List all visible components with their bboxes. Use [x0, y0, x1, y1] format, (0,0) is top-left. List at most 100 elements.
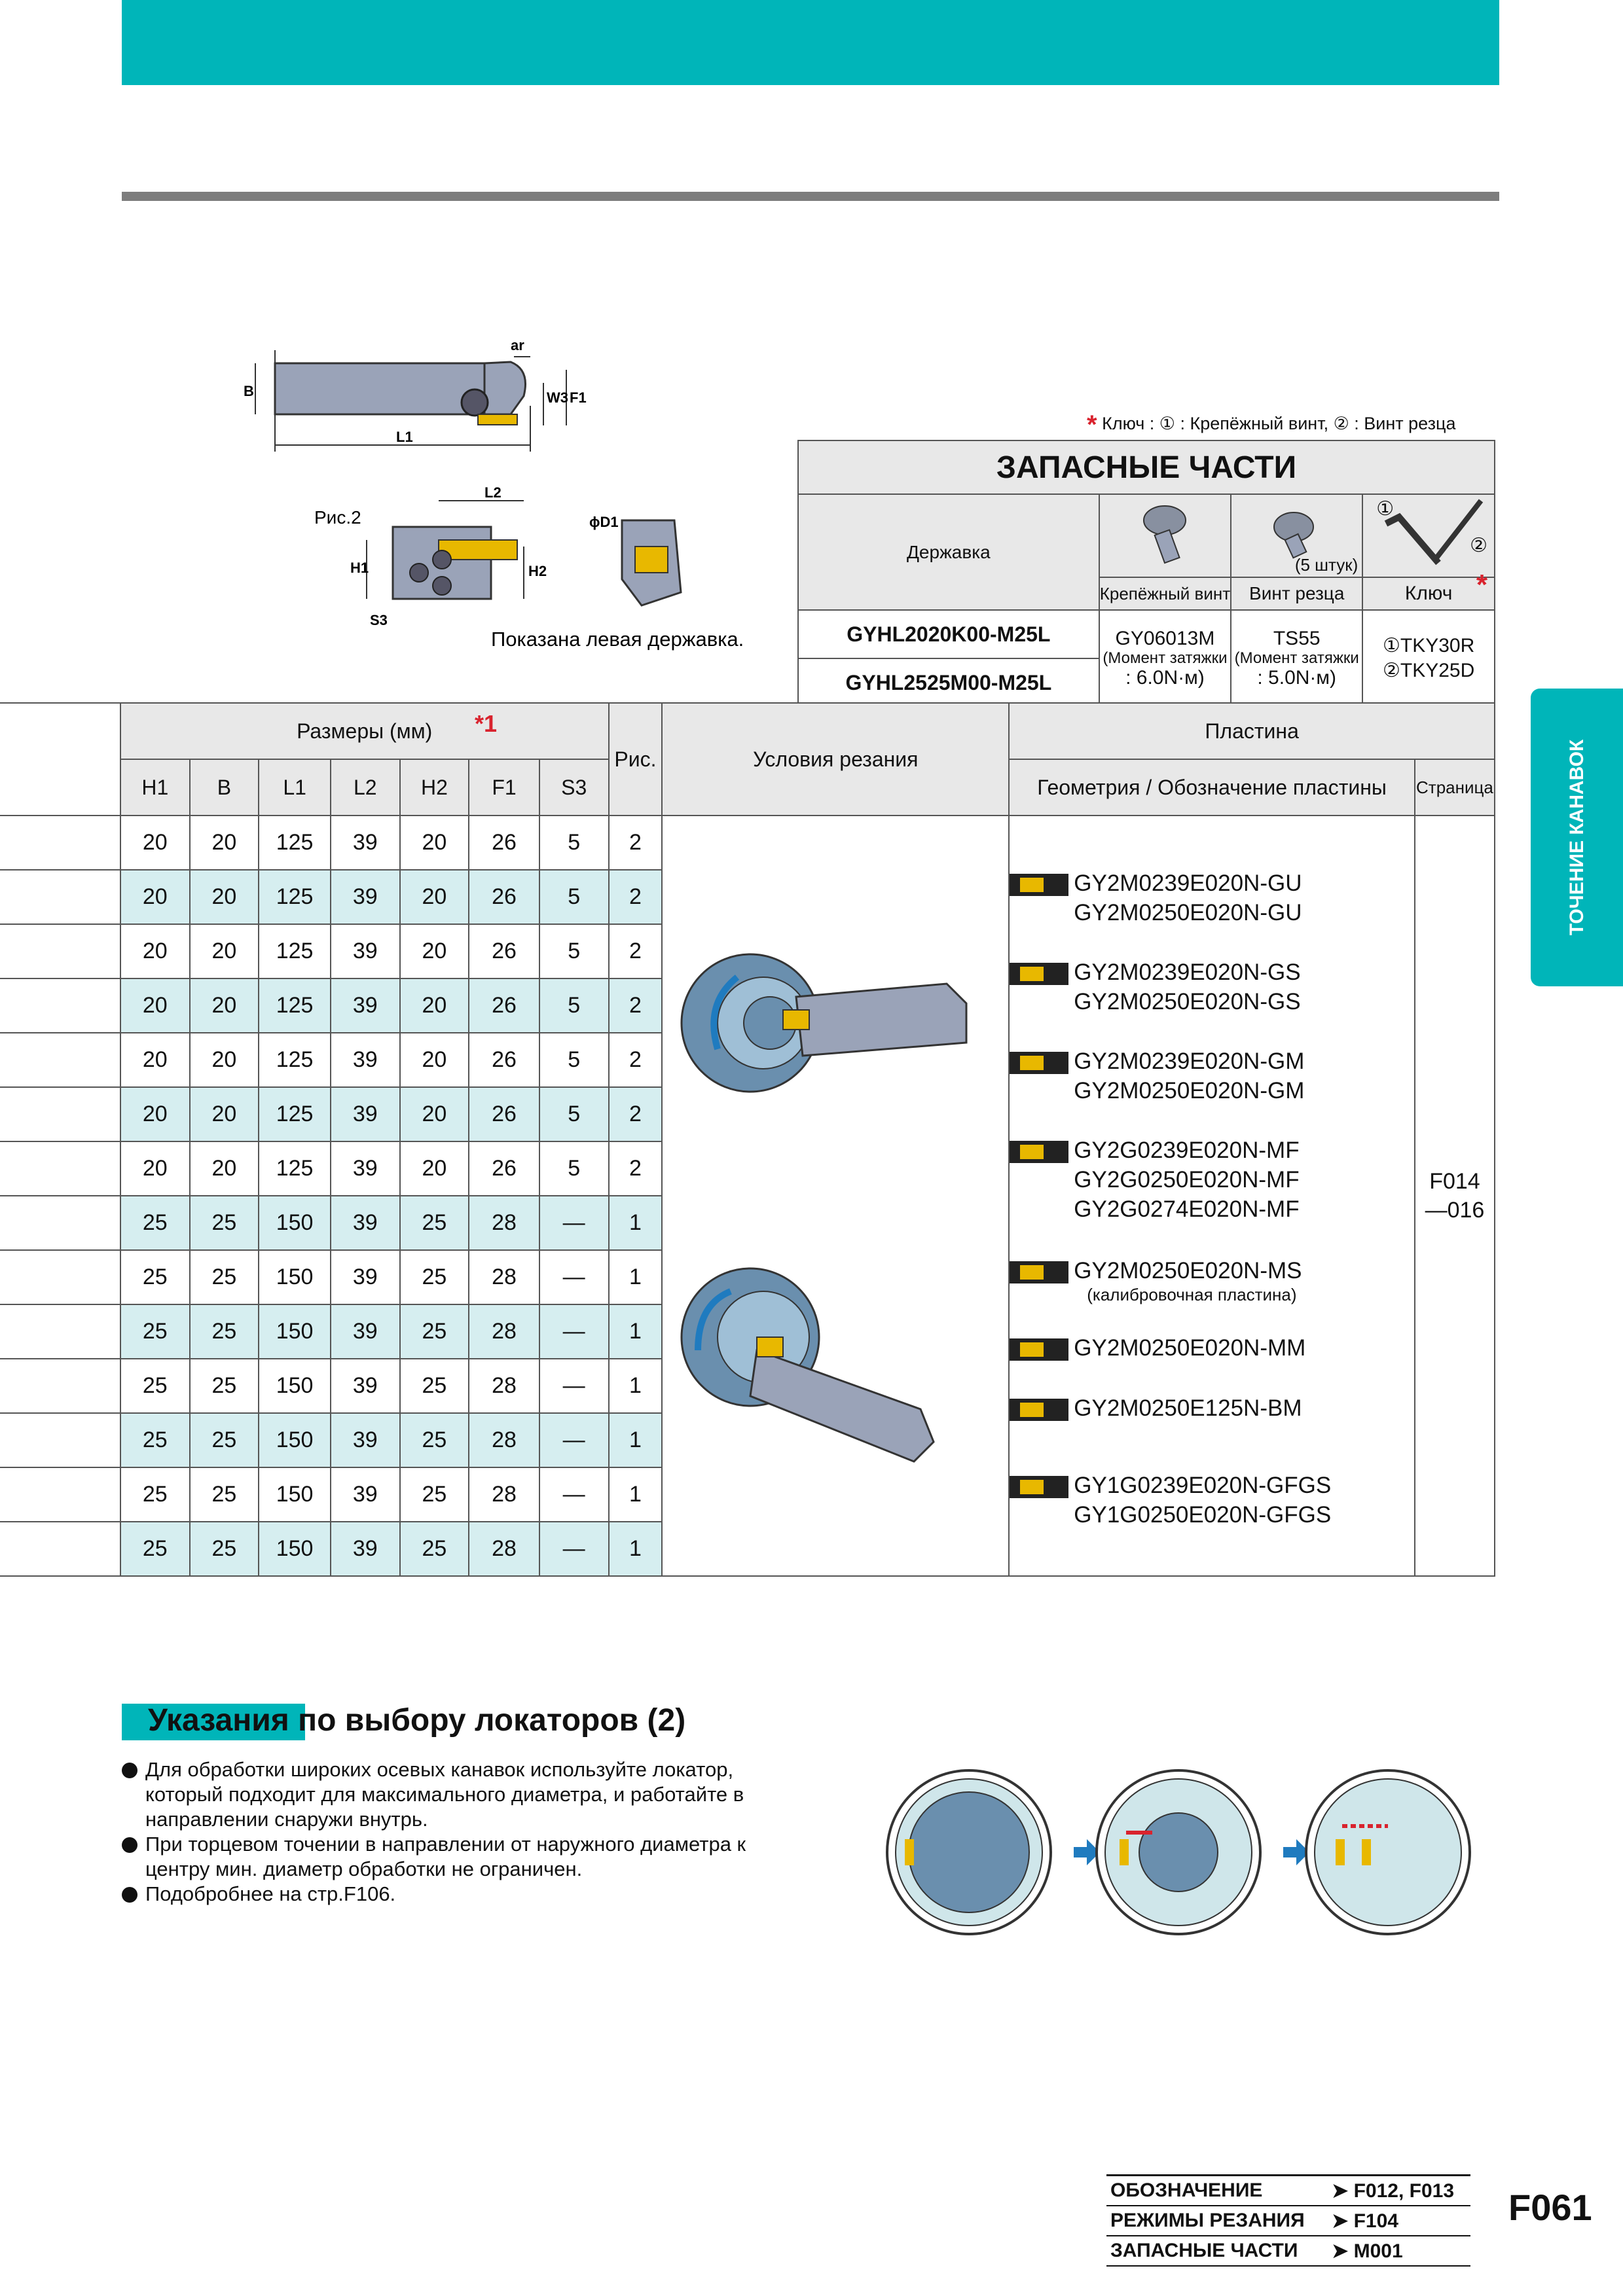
table-cell: 26 [468, 1086, 540, 1142]
table-cell: 20 [189, 978, 260, 1033]
table-cell: 20 [399, 1086, 470, 1142]
table-cell: 39 [329, 1467, 401, 1522]
cutting-conditions-header: Условия резания [661, 702, 1010, 816]
arrow-right-icon [1074, 1839, 1100, 1865]
insert-code: GY1G0239E020N-GFGS [1074, 1473, 1332, 1498]
table-cell: 39 [329, 1141, 401, 1196]
insert-code: GY2G0250E020N-MF [1074, 1167, 1300, 1193]
insert-icon [1010, 1141, 1069, 1163]
arrow-icon: ➤ [1332, 2240, 1349, 2262]
insert-code: GY2M0250E125N-BM [1074, 1395, 1302, 1421]
table-cell: — [538, 1521, 610, 1577]
table-cell: 25 [189, 1521, 260, 1577]
ref-page[interactable]: F012, F013 [1353, 2179, 1455, 2202]
col-s3: S3 [538, 759, 610, 816]
screw-torque: : 6.0N·м) [1125, 667, 1205, 689]
table-cell: 26 [468, 1032, 540, 1088]
dims-group-header: Размеры (мм)*1 [119, 702, 610, 760]
table-cell: 150 [258, 1358, 331, 1414]
table-cell: 125 [258, 1141, 331, 1196]
dims-group-label: Размеры (мм) [297, 719, 433, 743]
top-color-bar [122, 0, 1499, 85]
table-cell: 5 [538, 1032, 610, 1088]
table-cell: 2 [608, 924, 663, 979]
col-l1: L1 [258, 759, 331, 816]
table-cell: — [538, 1249, 610, 1305]
table-cell: 5 [538, 978, 610, 1033]
table-cell: 20 [189, 924, 260, 979]
insert-icon [1010, 1476, 1069, 1498]
table-cell: 25 [119, 1304, 191, 1359]
spare-parts-title: ЗАПАСНЫЕ ЧАСТИ [797, 440, 1495, 495]
table-cell: 39 [329, 1358, 401, 1414]
reference-table: ОБОЗНАЧЕНИЕ➤ F012, F013 РЕЖИМЫ РЕЗАНИЯ➤ … [1106, 2174, 1470, 2267]
screw-image-cell [1098, 493, 1232, 578]
table-cell: — [538, 1304, 610, 1359]
header-divider [122, 192, 1499, 201]
table-cell: 28 [468, 1521, 540, 1577]
table-cell: 1 [608, 1412, 663, 1468]
ref-row[interactable]: ОБОЗНАЧЕНИЕ➤ F012, F013 [1106, 2174, 1470, 2206]
table-cell: 28 [468, 1249, 540, 1305]
table-cell: 5 [538, 1086, 610, 1142]
table-cell: 150 [258, 1304, 331, 1359]
key-circle-2: ② [1470, 535, 1487, 556]
table-cell: 39 [329, 1304, 401, 1359]
table-cell: 20 [119, 869, 191, 925]
plate-header: Пластина [1008, 702, 1495, 760]
col-b: B [189, 759, 260, 816]
table-cell: 20 [189, 1086, 260, 1142]
table-cell: 20 [189, 1032, 260, 1088]
key-header-star: * [1476, 569, 1487, 601]
key-spec: ①TKY30R ②TKY25D [1362, 609, 1495, 708]
insert-item[interactable]: GY2M0250E020N-MS(калибровочная пластина) [1010, 1256, 1302, 1304]
table-cell: 150 [258, 1412, 331, 1468]
table-cell: 150 [258, 1521, 331, 1577]
key-circle-1: ① [1376, 498, 1395, 520]
locator-step-1 [886, 1769, 1052, 1935]
section-side-tab[interactable]: ТОЧЕНИЕ КАНАВОК [1531, 689, 1623, 986]
table-cell: — [538, 1195, 610, 1251]
table-cell: 25 [189, 1304, 260, 1359]
ref-page[interactable]: M001 [1353, 2240, 1403, 2262]
table-cell: 25 [119, 1467, 191, 1522]
table-cell: 150 [258, 1195, 331, 1251]
table-cell: 25 [119, 1249, 191, 1305]
table-cell: 25 [399, 1195, 470, 1251]
table-cell: 26 [468, 869, 540, 925]
table-cell: 150 [258, 1249, 331, 1305]
table-cell: 1 [608, 1358, 663, 1414]
table-cell: 1 [608, 1304, 663, 1359]
table-cell: 39 [329, 1521, 401, 1577]
table-cell: 28 [468, 1412, 540, 1468]
insert-item[interactable]: GY2M0250E125N-BM [1010, 1393, 1302, 1423]
holder-row-2: GYHL2525M00-M25L [797, 658, 1100, 708]
insert-icon [1010, 1338, 1069, 1361]
insert-item[interactable]: GY2M0250E020N-MM [1010, 1333, 1305, 1363]
table-cell: 2 [608, 869, 663, 925]
locator-diagram [886, 1769, 1471, 1935]
dim-w3: W3 [547, 389, 568, 406]
insert-page-ref[interactable]: F014—016 [1413, 815, 1496, 1577]
insert-screw-image-cell: (5 штук) [1230, 493, 1364, 578]
ref-row[interactable]: ЗАПАСНЫЕ ЧАСТИ➤ M001 [1106, 2236, 1470, 2267]
insert-code: GY2M0250E020N-GM [1074, 1078, 1305, 1103]
insert-screw-code: TS55 [1273, 628, 1321, 649]
bullet-2: При торцевом точении в направлении от на… [122, 1832, 816, 1882]
ref-page[interactable]: F104 [1353, 2210, 1398, 2232]
table-cell: 39 [329, 1412, 401, 1468]
ref-row[interactable]: РЕЖИМЫ РЕЗАНИЯ➤ F104 [1106, 2206, 1470, 2236]
screw-icon [1143, 505, 1187, 564]
